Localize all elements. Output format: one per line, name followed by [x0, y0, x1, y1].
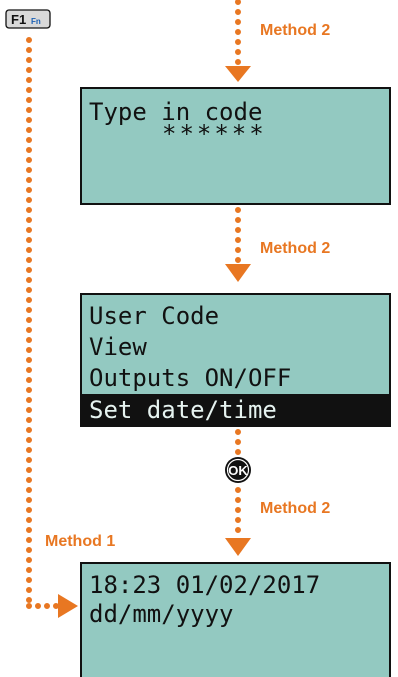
key-label-sub: Fn — [31, 17, 41, 26]
lcd-screen-menu: User Code View Outputs ON/OFF Set date/t… — [80, 293, 391, 427]
date-time-value: 18:23 01/02/2017 — [89, 571, 320, 599]
menu-selection-highlight — [81, 394, 390, 426]
f1-fn-key[interactable]: F1 Fn — [5, 9, 51, 29]
code-entry-mask: ****** — [162, 120, 267, 148]
lcd-screen-date-time: 18:23 01/02/2017 dd/mm/yyyy — [80, 562, 391, 677]
code-entry-title: Type in code — [89, 98, 262, 126]
down-arrow-icon — [225, 538, 251, 556]
method-label-bottom: Method 2 — [260, 500, 330, 517]
right-arrow-icon — [58, 594, 78, 618]
down-arrow-icon — [225, 66, 251, 82]
ok-button[interactable]: OK — [225, 457, 251, 483]
method-label-top: Method 2 — [260, 22, 330, 39]
menu-item-set-date-time[interactable]: Set date/time — [89, 396, 277, 424]
ok-button-label: OK — [228, 463, 248, 478]
menu-item-view[interactable]: View — [89, 333, 147, 361]
lcd-screen-code-entry: Type in code ****** — [80, 87, 391, 205]
date-time-format: dd/mm/yyyy — [89, 600, 234, 628]
menu-item-outputs[interactable]: Outputs ON/OFF — [89, 364, 291, 392]
method-label-left: Method 1 — [45, 533, 115, 550]
key-label-main: F1 — [11, 12, 26, 27]
down-arrow-icon — [225, 264, 251, 282]
method-label-middle: Method 2 — [260, 240, 330, 257]
menu-item-user-code[interactable]: User Code — [89, 302, 219, 330]
